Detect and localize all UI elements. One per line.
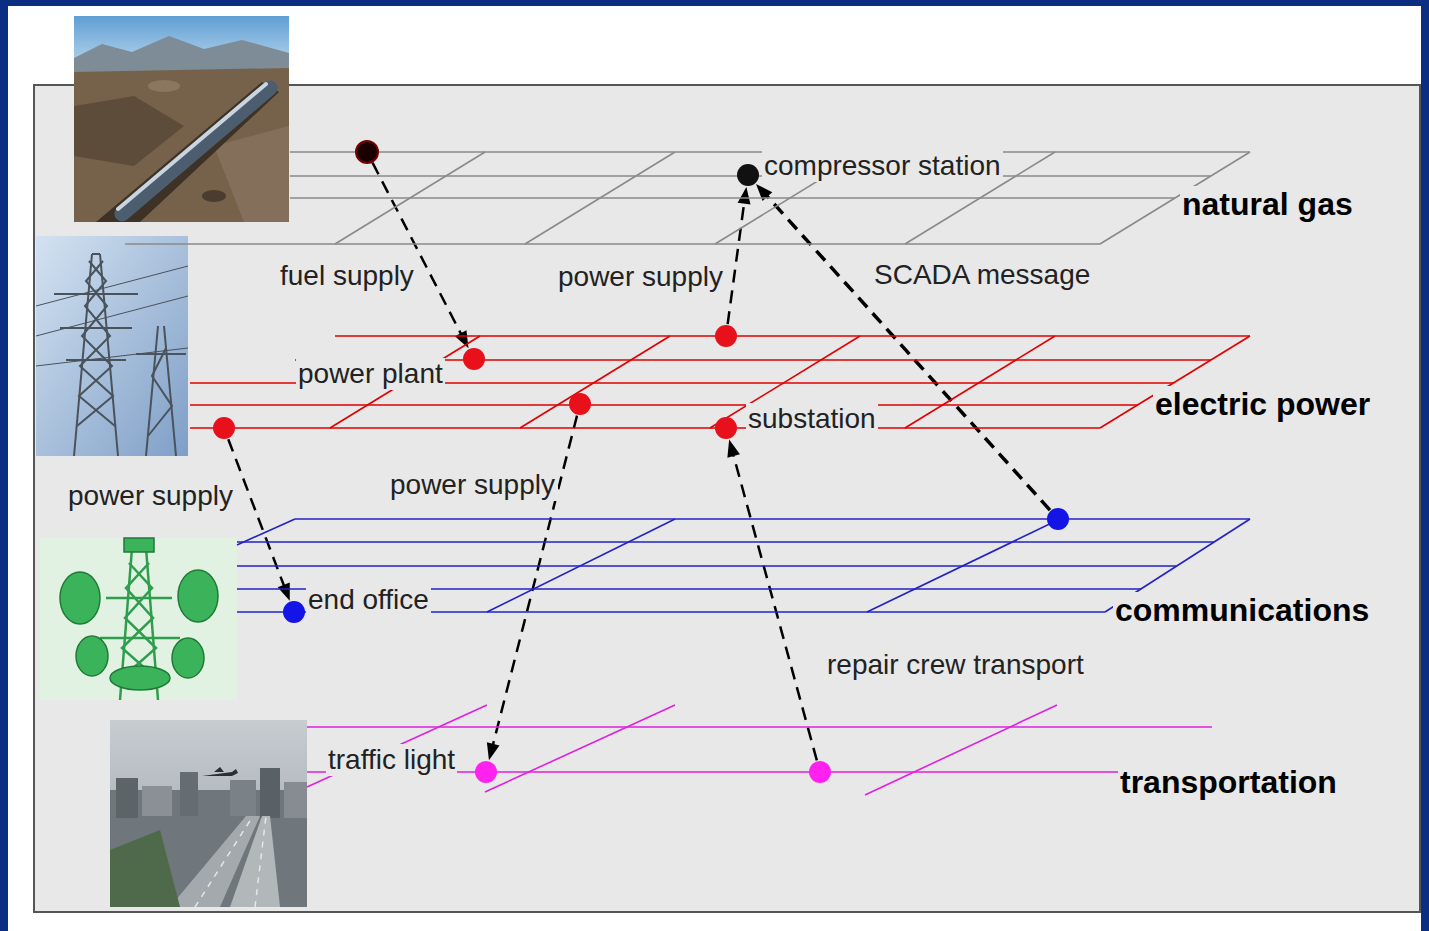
layer-name: natural gas bbox=[1180, 186, 1355, 222]
grid-line bbox=[190, 404, 1138, 406]
dependency-arrow bbox=[728, 187, 751, 324]
power-dot bbox=[213, 417, 235, 439]
grid-line bbox=[307, 726, 1212, 728]
dependency-arrow bbox=[727, 440, 816, 761]
grid-line bbox=[335, 335, 1250, 337]
power-dot bbox=[715, 325, 737, 347]
facility-node: compressor station bbox=[738, 148, 1007, 189]
facility-label: power plant bbox=[296, 358, 445, 390]
layer-name: transportation bbox=[1118, 764, 1339, 800]
facility-dot bbox=[463, 348, 485, 370]
dashed-connector bbox=[728, 201, 745, 324]
dashed-connector bbox=[373, 163, 463, 336]
dependency-arrow bbox=[373, 163, 469, 349]
grid-line bbox=[525, 152, 675, 244]
facility-label: compressor station bbox=[762, 150, 1003, 182]
tower-photo bbox=[36, 236, 188, 456]
page-ground bbox=[8, 6, 1421, 931]
edge-label: fuel supply bbox=[277, 260, 417, 292]
transport-dot bbox=[809, 761, 831, 783]
dependency-arrow bbox=[228, 439, 289, 601]
grid-line bbox=[237, 541, 1214, 543]
facility-dot bbox=[715, 417, 737, 439]
arrow-head bbox=[727, 440, 740, 458]
layer-plane: natural gas compressor station bbox=[120, 140, 1385, 252]
grid-lines bbox=[125, 152, 1250, 244]
facility-node: end office bbox=[284, 582, 435, 626]
grid-line bbox=[190, 427, 1100, 429]
facility-dot bbox=[737, 164, 759, 186]
dashed-connector bbox=[492, 416, 577, 747]
grid-line bbox=[237, 519, 295, 545]
facility-label: traffic light bbox=[326, 744, 457, 776]
facility-node: traffic light bbox=[322, 744, 501, 786]
dependency-arrow bbox=[756, 184, 1050, 510]
grid-line bbox=[335, 152, 485, 244]
grid-line bbox=[237, 565, 1177, 567]
panel bbox=[34, 85, 1420, 912]
grid-line bbox=[125, 243, 1100, 245]
grid-line bbox=[520, 336, 670, 428]
grid-line bbox=[485, 705, 675, 792]
facility-node: substation bbox=[716, 402, 882, 442]
grid-line bbox=[295, 518, 1250, 520]
arrow-head bbox=[278, 583, 290, 601]
facility-dot bbox=[283, 601, 305, 623]
grid-line bbox=[867, 519, 1060, 612]
layer-plane: communications end office bbox=[232, 505, 1417, 630]
facility-label: end office bbox=[306, 584, 431, 616]
grid-lines bbox=[307, 705, 1212, 795]
edge-label: repair crew transport bbox=[824, 649, 1087, 681]
city-photo bbox=[110, 720, 307, 907]
facility-label: substation bbox=[746, 403, 878, 435]
arrow-head bbox=[455, 330, 469, 348]
facility-dot bbox=[475, 761, 497, 783]
edge-label: power supply bbox=[555, 261, 726, 293]
edge-label: power supply bbox=[387, 469, 558, 501]
power-dot bbox=[569, 393, 591, 415]
grid-line bbox=[487, 519, 675, 612]
edge-label: SCADA message bbox=[871, 259, 1093, 291]
comm-dot bbox=[1047, 508, 1069, 530]
arrow-head bbox=[738, 187, 751, 205]
grid-lines bbox=[190, 336, 1250, 428]
layer-name: electric power bbox=[1153, 386, 1372, 422]
grid-line bbox=[905, 336, 1055, 428]
antenna-photo bbox=[40, 538, 237, 700]
gas-dot bbox=[356, 141, 378, 163]
grid-line bbox=[290, 197, 1175, 199]
arrow-head bbox=[487, 742, 500, 760]
dependency-arrow bbox=[487, 416, 577, 761]
layer-name: communications bbox=[1113, 592, 1371, 628]
grid-line bbox=[865, 705, 1057, 795]
dashed-connector bbox=[733, 453, 817, 760]
grid-line bbox=[307, 705, 487, 787]
layer-plane: electric power power plant substation bbox=[185, 322, 1413, 442]
edge-label: power supply bbox=[65, 480, 236, 512]
pipeline-photo bbox=[74, 16, 289, 222]
facility-node: power plant bbox=[292, 342, 489, 393]
layer-plane: transportation traffic light bbox=[300, 698, 1400, 802]
